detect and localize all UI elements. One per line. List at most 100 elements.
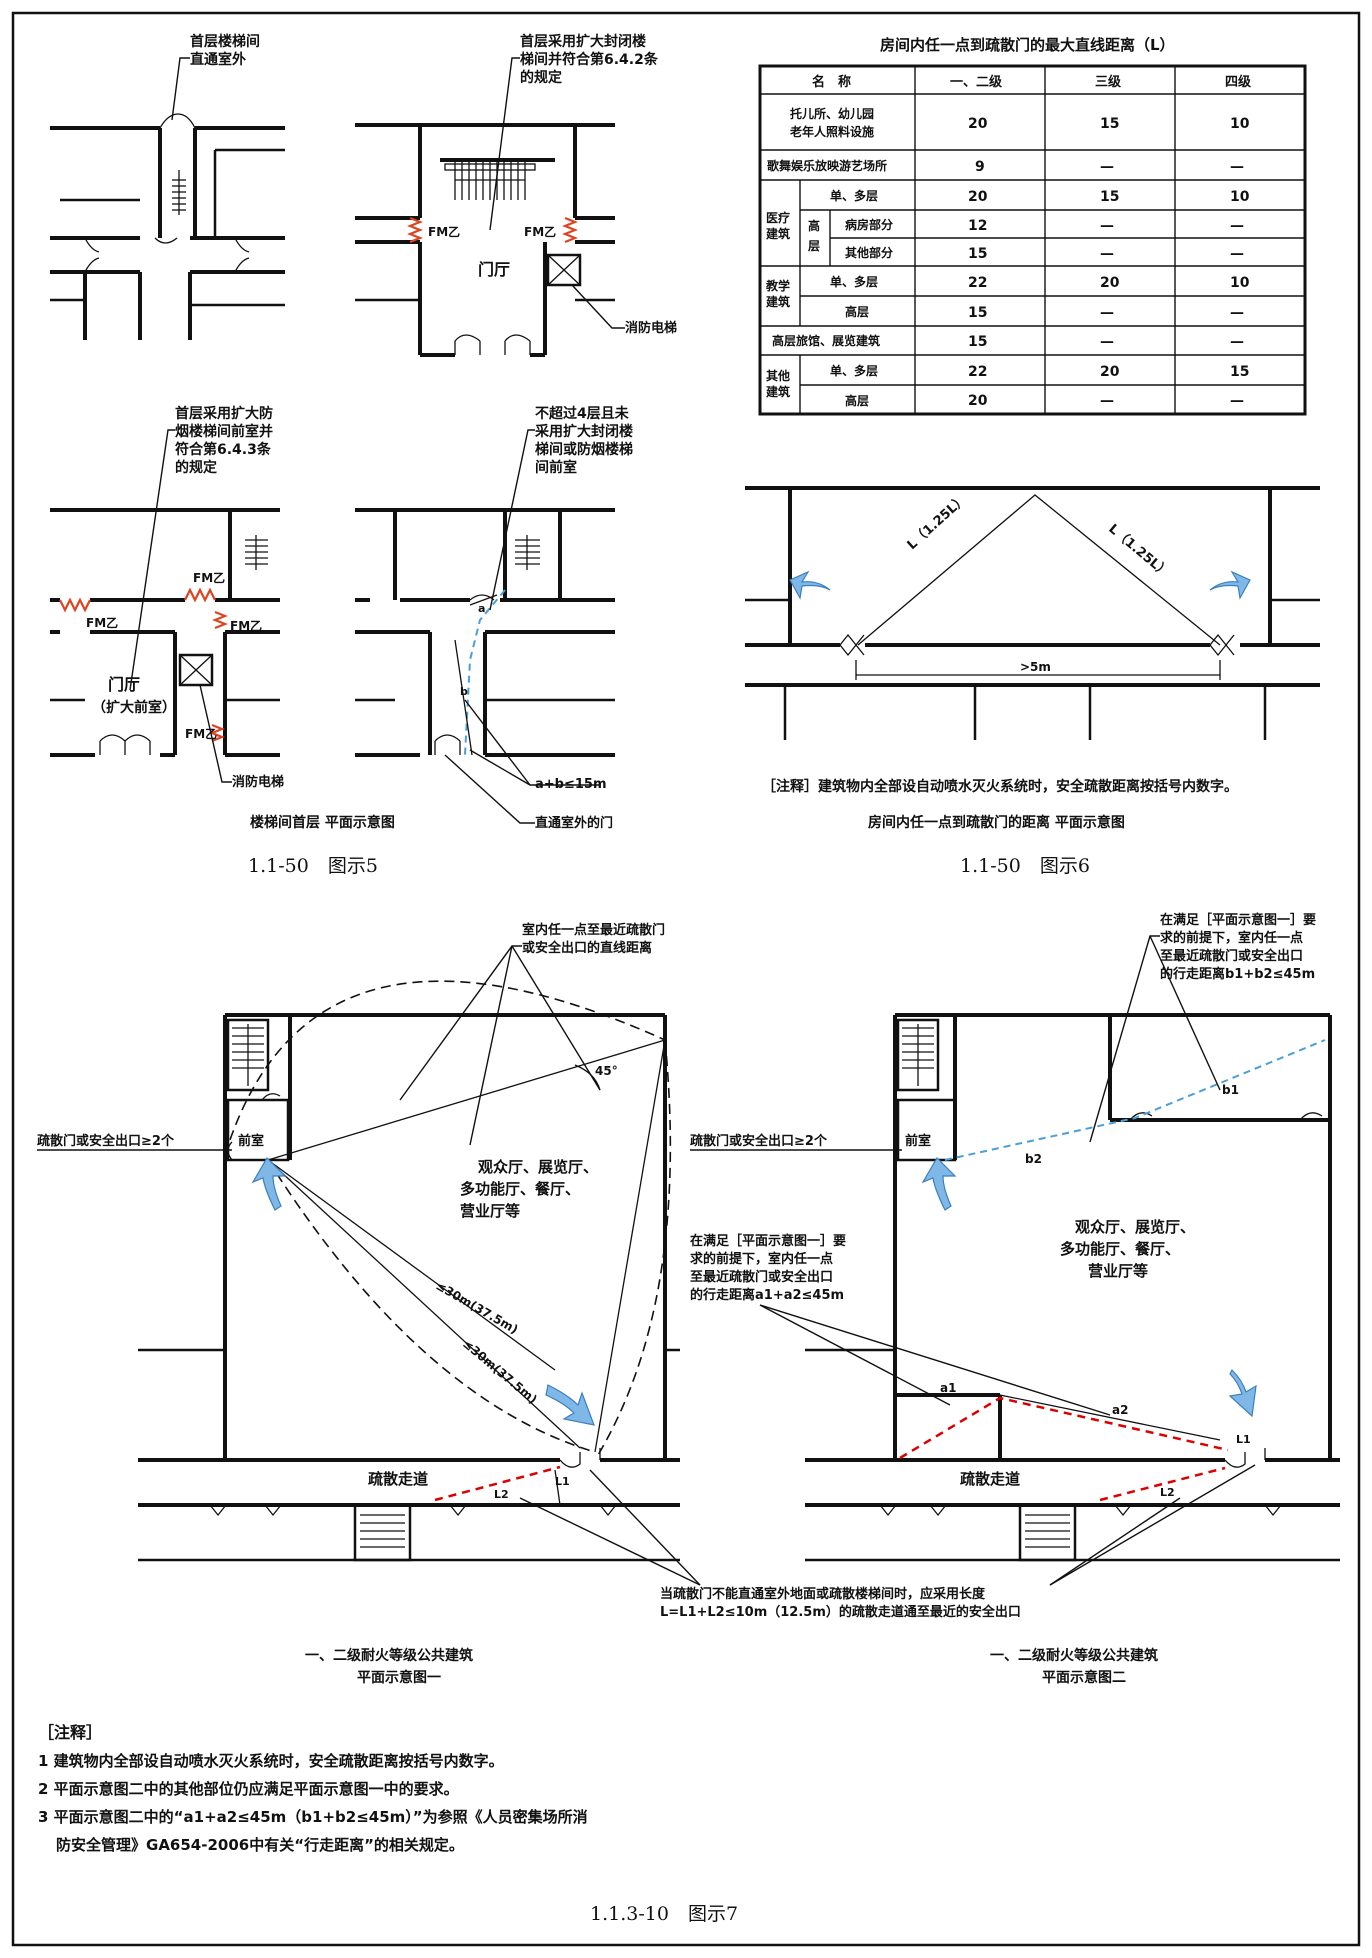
group-edu-line1: 教学 [765,278,790,293]
label-enlarged-closed-line1: 首层采用扩大封闭楼 [520,33,646,50]
table-headers: 名 称 一、二级 三级 四级 [812,74,1252,90]
th-grade3: 三级 [1095,74,1122,90]
L-left-label: L（1.25L） [904,491,970,553]
label-b-line2: 求的前提下，室内任一点 [1160,930,1303,946]
L1b-label: L1 [1236,1433,1251,1446]
fire-elevator-label: 消防电梯 [625,320,677,336]
lobby-label: 门厅 [478,260,510,279]
label-b-line3: 至最近疏散门或安全出口 [1160,948,1303,964]
distance-table [758,64,1307,416]
L2b-label: L2 [1160,1486,1175,1499]
r9c2: 20 [1100,364,1120,380]
front-room-label: 前室 [238,1133,264,1149]
row1-name-line2: 老年人照料设施 [790,124,874,139]
r8c2: — [1100,334,1114,350]
fm-door-label-right: FM乙 [524,225,556,239]
row7-name: 高层 [845,304,869,319]
exits-left-label: 疏散门或安全出口≥2个 [37,1133,175,1149]
row8-name: 高层旅馆、展览建筑 [772,333,880,348]
sheet-border [11,11,1361,1947]
title1-line1: 一、二级耐火等级公共建筑 [305,1647,473,1664]
fire-elevator2-label: 消防电梯 [232,774,284,790]
r9c1: 22 [968,364,987,380]
r3c2: 15 [1100,189,1119,205]
fig6-caption: 1.1-50 图示6 [960,855,1090,877]
fig6-subtitle: 房间内任一点到疏散门的距离 平面示意图 [868,814,1125,831]
room-distance-plan [745,486,1320,740]
r2c3: — [1230,159,1244,175]
r10c2: — [1100,393,1114,409]
label-enlarged-closed-line2: 梯间并符合第6.4.2条 [520,51,659,68]
a2-label: a2 [1112,1403,1128,1417]
r5c3: — [1230,246,1244,262]
group-other-line2: 建筑 [765,384,790,399]
corridor-rule-line1: 当疏散门不能直通室外地面或疏散楼梯间时，应采用长度 [660,1586,986,1602]
gt5m-label: >5m [1020,660,1051,674]
r2c2: — [1100,159,1114,175]
dim-b-label: b [460,685,468,698]
label-a-line4: 的行走距离a1+a2≤45m [690,1287,844,1303]
public-building-plan-2 [805,1013,1340,1562]
r10c1: 20 [968,393,988,409]
notes-title: ［注释］ [38,1723,102,1742]
r7c2: — [1100,305,1114,321]
row1-name-line1: 托儿所、幼儿园 [790,106,874,121]
row10-name: 高层 [845,393,869,408]
label-enlarged-closed-line3: 的规定 [520,69,562,86]
fm-door-label-left: FM乙 [428,225,460,239]
hall2-line2: 多功能厅、餐厅、 [1060,1240,1180,1258]
label-not-over4-line2: 采用扩大封闭楼 [534,423,633,440]
group-other-line1: 其他 [766,368,790,383]
note-2: 2 平面示意图二中的其他部位仍应满足平面示意图一中的要求。 [38,1780,459,1798]
r9c3: 15 [1230,364,1249,380]
th-name: 名 称 [812,74,851,90]
r5c2: — [1100,246,1114,262]
group-edu-line2: 建筑 [765,294,790,309]
r1c3: 10 [1230,116,1250,132]
label-a-line2: 求的前提下，室内任一点 [690,1251,833,1267]
fig7-notes: ［注释］ 1 建筑物内全部设自动喷水灭火系统时，安全疏散距离按括号内数字。 2 … [38,1723,588,1854]
L-right-label: L（1.25L） [1105,521,1172,581]
label-straight-line1: 室内任一点至最近疏散门 [522,922,665,938]
b1-label: b1 [1222,1083,1239,1097]
fig6-drawing: 房间内任一点到疏散门的最大直线距离（L） 名 称 一、二级 三级 [745,36,1320,877]
corridor-label: 疏散走道 [368,1470,428,1488]
label-enlarged-smoke-line1: 首层采用扩大防 [175,405,273,422]
fig6-note: ［注释］建筑物内全部设自动喷水灭火系统时，安全疏散距离按括号内数字。 [762,778,1238,795]
r4c1: 12 [968,218,987,234]
title2-line2: 平面示意图二 [1042,1669,1126,1686]
r6c2: 20 [1100,275,1120,291]
note-1: 1 建筑物内全部设自动喷水灭火系统时，安全疏散距离按括号内数字。 [38,1752,504,1770]
fig5-annotations: 首层楼梯间 直通室外 首层采用扩大封闭楼 梯间并符合第6.4.2条 的规定 FM… [86,33,677,877]
label-b-line4: 的行走距离b1+b2≤45m [1160,966,1315,982]
r8c3: — [1230,334,1244,350]
r4c3: — [1230,218,1244,234]
hall2-line3: 营业厅等 [1088,1262,1148,1280]
direct-door-label: 直通室外的门 [535,815,613,831]
r7c1: 15 [968,305,987,321]
L2-label: L2 [494,1488,509,1501]
label-stair-direct-line1: 首层楼梯间 [190,33,260,50]
group-med-line2: 建筑 [765,226,790,241]
th-grade4: 四级 [1225,74,1252,90]
th-grade12: 一、二级 [950,74,1003,90]
deg45-label: 45° [595,1064,618,1078]
fm-label-c2: FM乙 [86,616,118,630]
title1-line2: 平面示意图一 [357,1669,441,1686]
r10c3: — [1230,393,1244,409]
fig7-caption: 1.1.3-10 图示7 [590,1903,738,1925]
r3c3: 10 [1230,189,1250,205]
row5-name: 其他部分 [845,245,893,260]
fm-label-c3: FM乙 [230,619,262,633]
plan-enlarged-smoke-front-room [50,508,280,757]
a1-label: a1 [940,1381,956,1395]
sub-high-line2: 层 [808,239,820,253]
dim-a-label: a [478,602,485,615]
fig5-caption: 1.1-50 图示5 [248,855,378,877]
r2c1: 9 [975,159,985,175]
plan-enlarged-closed-stair [355,123,615,357]
r4c2: — [1100,218,1114,234]
label-not-over4-line3: 梯间或防烟楼梯 [535,441,633,458]
fig5-subtitle: 楼梯间首层 平面示意图 [250,814,395,831]
